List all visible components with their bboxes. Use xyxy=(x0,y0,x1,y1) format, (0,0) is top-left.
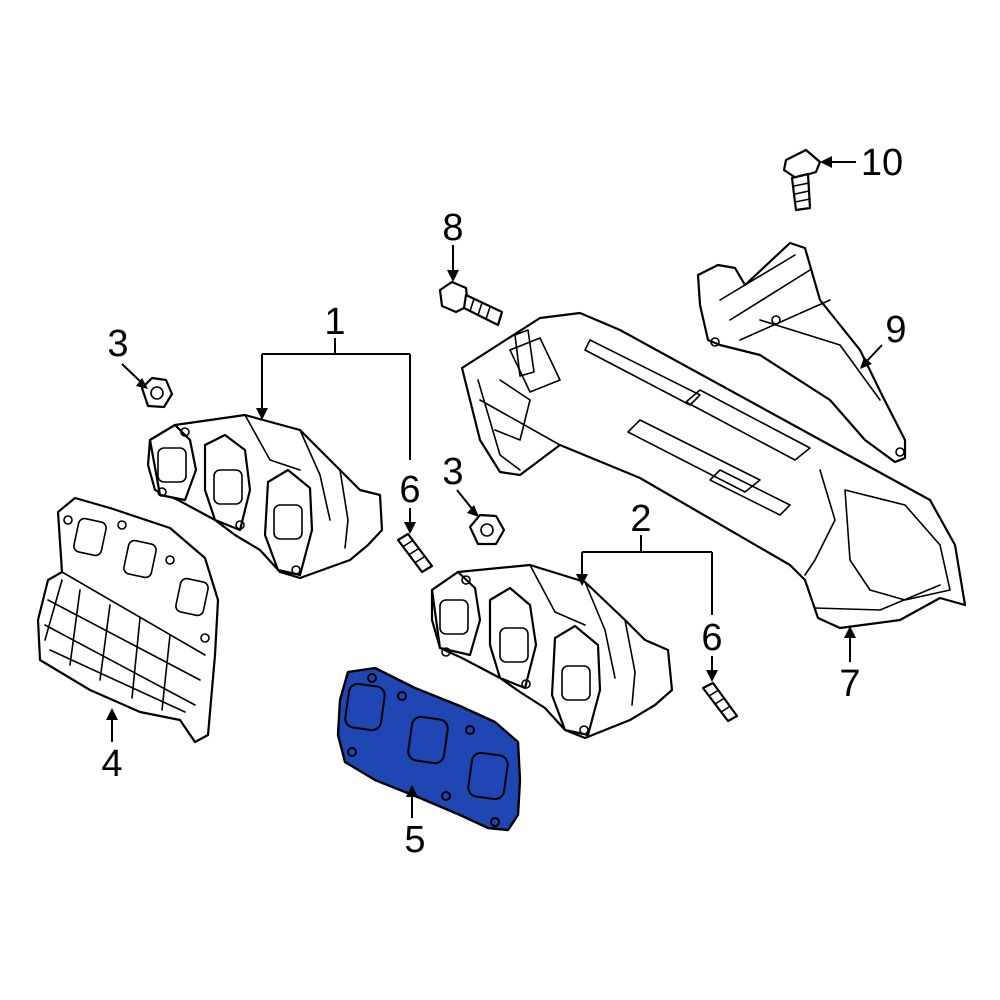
part-8-bolt[interactable] xyxy=(438,280,504,327)
part-6-stud-left[interactable] xyxy=(396,532,434,574)
callout-7: 7 xyxy=(839,663,860,705)
part-9-bracket[interactable] xyxy=(696,241,907,464)
callout-4: 4 xyxy=(101,743,122,785)
callout-9: 9 xyxy=(885,309,906,351)
part-10-bolt[interactable] xyxy=(782,148,822,212)
part-3-nut-left[interactable] xyxy=(140,376,174,409)
callout-1: 1 xyxy=(324,301,345,343)
callout-8: 8 xyxy=(442,207,463,249)
callout-6-left: 6 xyxy=(399,469,420,511)
part-7-heat-shield[interactable] xyxy=(460,311,967,630)
callout-2: 2 xyxy=(630,498,651,540)
part-2-exhaust-manifold[interactable] xyxy=(430,563,674,740)
part-6-stud-right[interactable] xyxy=(701,681,739,723)
part-1-exhaust-manifold[interactable] xyxy=(146,413,384,580)
callout-10: 10 xyxy=(861,142,903,184)
callout-5: 5 xyxy=(404,819,425,861)
callout-6-right: 6 xyxy=(701,617,722,659)
leader-lines xyxy=(106,156,883,818)
callout-3-center: 3 xyxy=(442,451,463,493)
callout-labels: 1 2 3 3 4 5 6 6 7 8 9 10 xyxy=(101,142,906,861)
callout-3-left: 3 xyxy=(107,323,128,365)
part-3-nut-center[interactable] xyxy=(468,513,506,546)
part-5-gasket[interactable] xyxy=(336,666,522,832)
part-4-heat-shield[interactable] xyxy=(36,496,220,744)
